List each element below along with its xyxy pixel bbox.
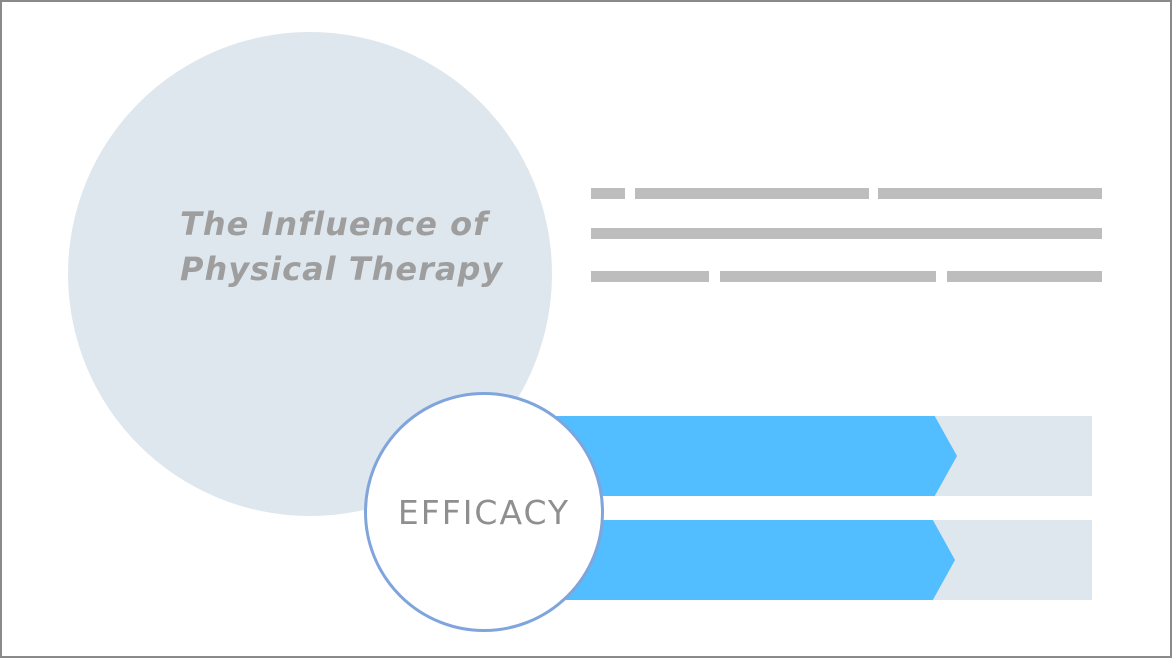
- efficacy-label: EFFICACY: [397, 492, 571, 532]
- title-line-1: The Influence of: [180, 205, 489, 243]
- progress-arrow-1: [552, 416, 957, 496]
- placeholder-text-line: [720, 271, 936, 282]
- title-line-2: Physical Therapy: [180, 250, 504, 288]
- placeholder-text-line: [591, 188, 625, 199]
- efficacy-badge: EFFICACY: [364, 392, 604, 632]
- placeholder-text-line: [878, 188, 1102, 199]
- progress-arrow-2: [552, 520, 955, 600]
- placeholder-text-line: [591, 228, 1102, 239]
- placeholder-text-line: [635, 188, 869, 199]
- placeholder-text-line: [947, 271, 1102, 282]
- placeholder-text-line: [591, 271, 709, 282]
- slide-title: The Influence of Physical Therapy: [180, 202, 540, 292]
